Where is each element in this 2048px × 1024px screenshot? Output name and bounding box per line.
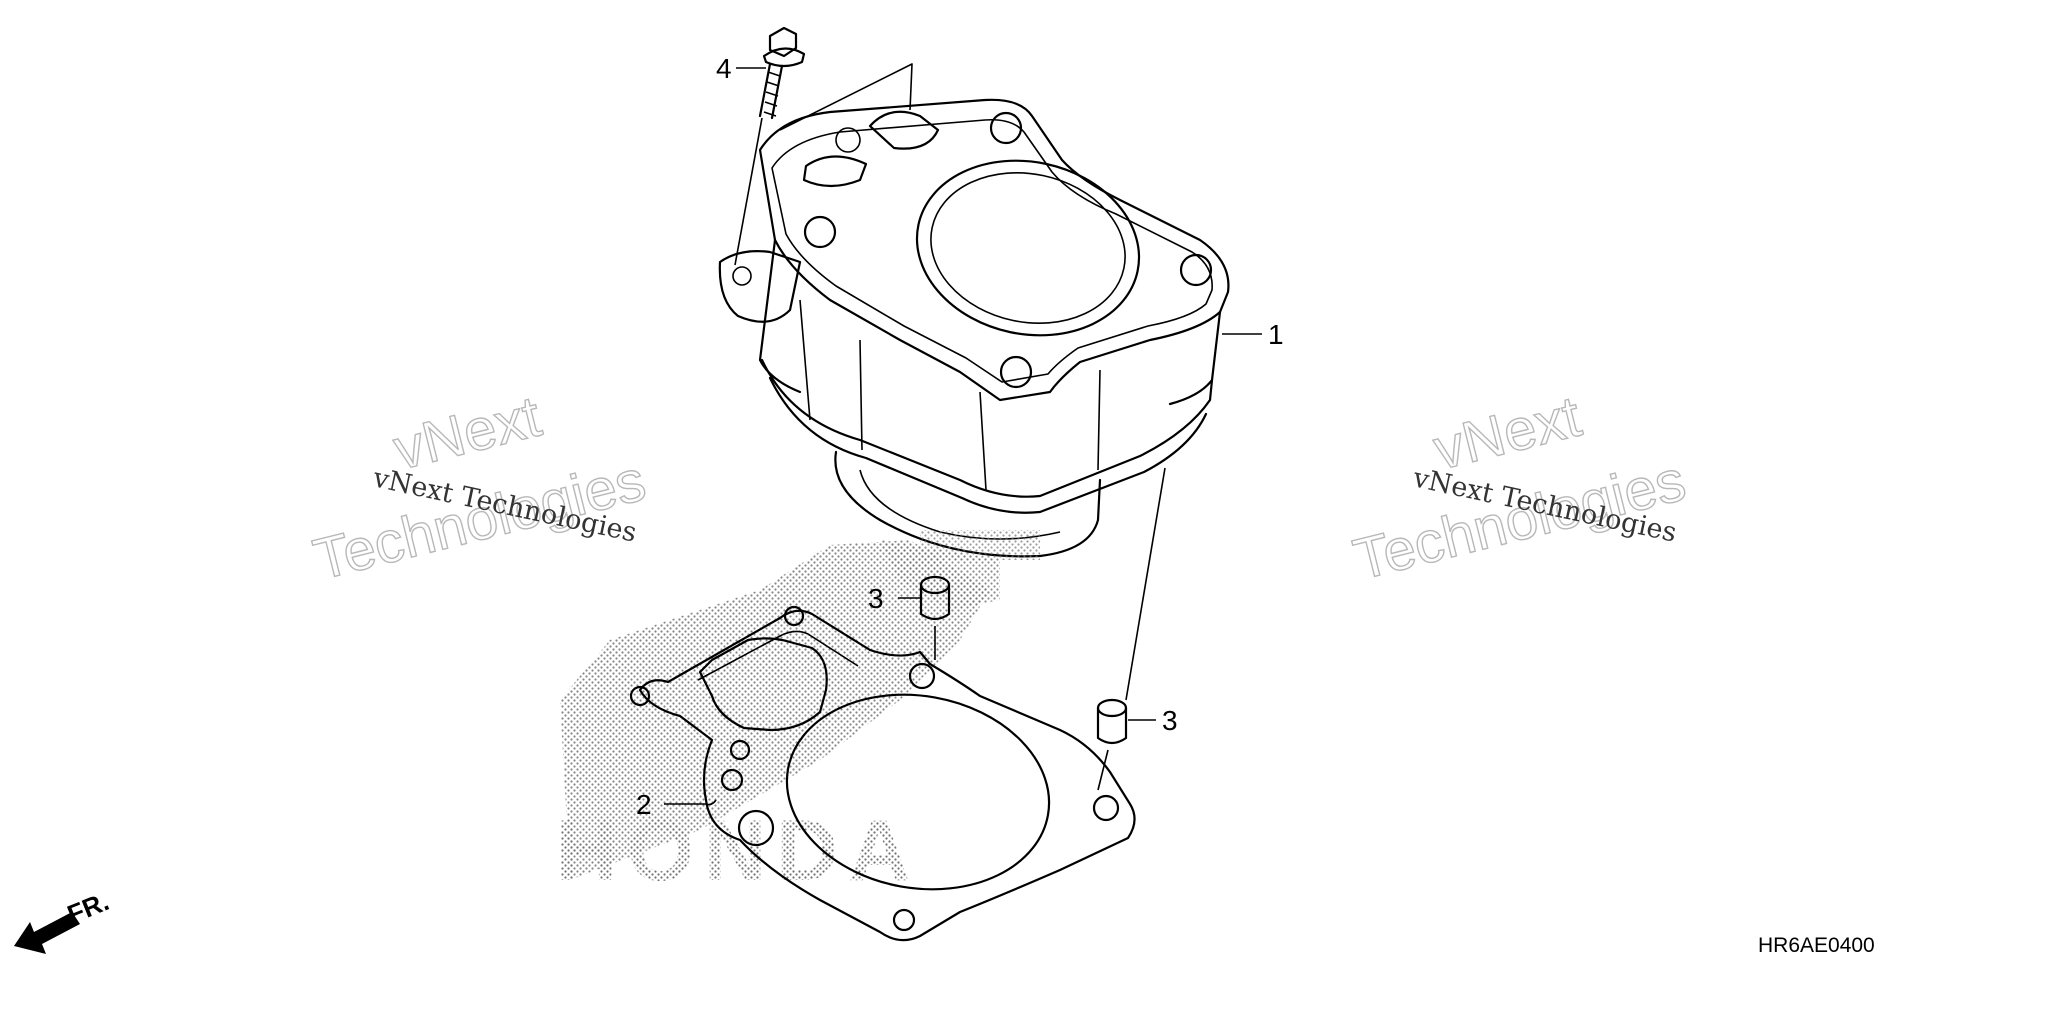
gasket-part-2 [629, 605, 1136, 942]
callout-3-lower: 3 [1162, 705, 1178, 736]
callout-3-upper: 3 [868, 583, 884, 614]
watermark-left: vNext Technologies vNext Technologies [307, 383, 653, 593]
callout-2: 2 [636, 789, 652, 820]
dowel-pin-part-3-lower [1096, 467, 1166, 791]
honda-brand-mark: HONDA [555, 803, 920, 899]
callout-1: 1 [1268, 319, 1284, 350]
callout-4: 4 [716, 53, 732, 84]
brand-shadow: HONDA [555, 540, 1000, 899]
front-arrow-icon: FR. [14, 886, 113, 954]
diagram-ref-code: HR6AE0400 [1758, 934, 1875, 957]
watermark-right: vNext Technologies vNext Technologies [1347, 383, 1693, 593]
bolt-part-4 [734, 26, 806, 266]
dowel-pin-part-3-upper [898, 575, 951, 660]
watermark-big-line1-right: vNext [1427, 384, 1587, 483]
watermark-big-line1: vNext [387, 384, 547, 483]
cylinder-part-1 [718, 63, 1262, 560]
